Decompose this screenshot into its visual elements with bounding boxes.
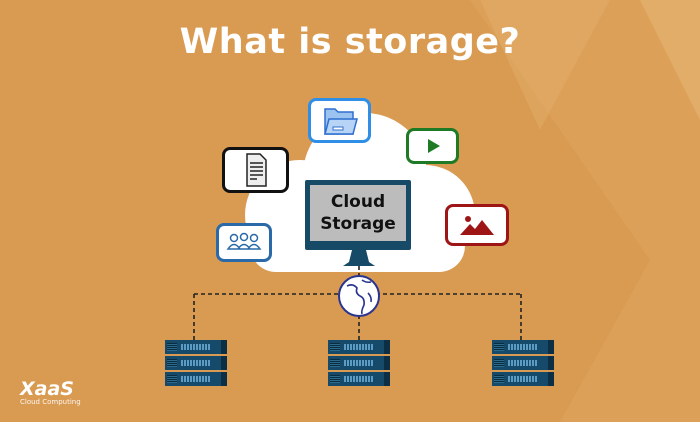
- globe-icon: [338, 275, 380, 317]
- image-card: [445, 204, 509, 246]
- server-rack-right: [492, 340, 554, 388]
- play-icon: [428, 139, 440, 153]
- xaas-logo: XaaS Cloud Computing: [20, 378, 81, 407]
- server-rack-center: [328, 340, 390, 388]
- users-icon: [226, 232, 262, 250]
- image-icon: [460, 216, 494, 235]
- logo-tagline: Cloud Computing: [20, 398, 81, 406]
- monitor-stand: [343, 250, 375, 266]
- monitor-label-line1: Cloud: [330, 192, 386, 212]
- video-card: [406, 128, 459, 164]
- folder-card: [308, 98, 371, 143]
- logo-name: XaaS: [20, 378, 74, 400]
- document-card: [222, 147, 289, 193]
- monitor-label-line2: Storage: [320, 214, 396, 234]
- server-rack-left: [165, 340, 227, 388]
- people-card: [216, 223, 272, 262]
- document-icon: [246, 153, 267, 187]
- folder-icon: [324, 108, 358, 135]
- cloud-storage-monitor: Cloud Storage: [305, 180, 411, 250]
- page-title: What is storage?: [179, 22, 521, 62]
